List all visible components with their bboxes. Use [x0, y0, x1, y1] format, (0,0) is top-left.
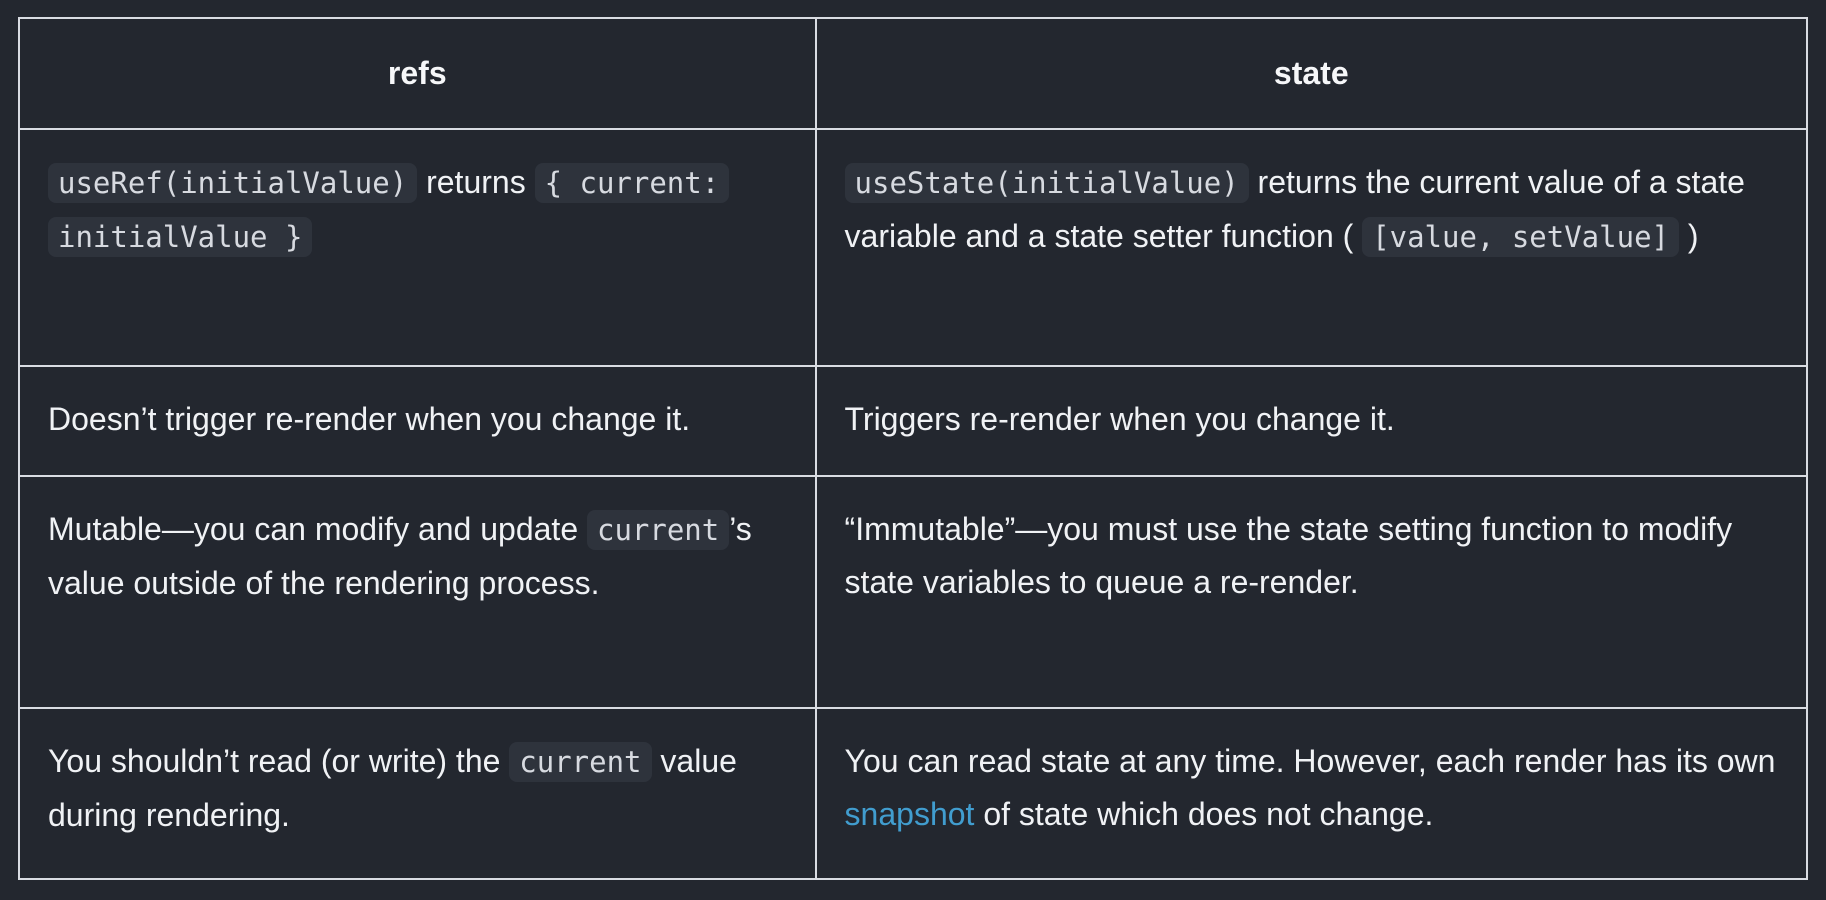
- inline-code: current: [509, 742, 652, 782]
- column-header-refs: refs: [18, 17, 817, 130]
- cell-state: You can read state at any time. However,…: [814, 707, 1809, 880]
- table-header: refs state: [18, 17, 1809, 130]
- cell-refs: You shouldn’t read (or write) the curren…: [18, 707, 817, 880]
- table-row: Mutable—you can modify and update curren…: [18, 475, 1809, 709]
- refs-vs-state-table-container: refs state useRef(initialValue) returns …: [18, 17, 1809, 880]
- cell-refs: Doesn’t trigger re-render when you chang…: [18, 365, 817, 477]
- table-row: Doesn’t trigger re-render when you chang…: [18, 365, 1809, 477]
- cell-refs: useRef(initialValue) returns { current: …: [18, 128, 817, 367]
- cell-state: useState(initialValue) returns the curre…: [814, 128, 1809, 367]
- inline-code: current: [587, 510, 730, 550]
- table-row: You shouldn’t read (or write) the curren…: [18, 707, 1809, 880]
- header-row: refs state: [18, 17, 1809, 130]
- column-header-state: state: [814, 17, 1809, 130]
- comparison-table: refs state useRef(initialValue) returns …: [18, 17, 1809, 880]
- inline-code: useState(initialValue): [844, 163, 1249, 203]
- table-body: useRef(initialValue) returns { current: …: [18, 128, 1809, 880]
- cell-state: “Immutable”—you must use the state setti…: [814, 475, 1809, 709]
- inline-code: useRef(initialValue): [48, 163, 418, 203]
- snapshot-link[interactable]: snapshot: [844, 796, 975, 832]
- cell-state: Triggers re-render when you change it.: [814, 365, 1809, 477]
- inline-code: [value, setValue]: [1362, 217, 1679, 257]
- cell-refs: Mutable—you can modify and update curren…: [18, 475, 817, 709]
- table-row: useRef(initialValue) returns { current: …: [18, 128, 1809, 367]
